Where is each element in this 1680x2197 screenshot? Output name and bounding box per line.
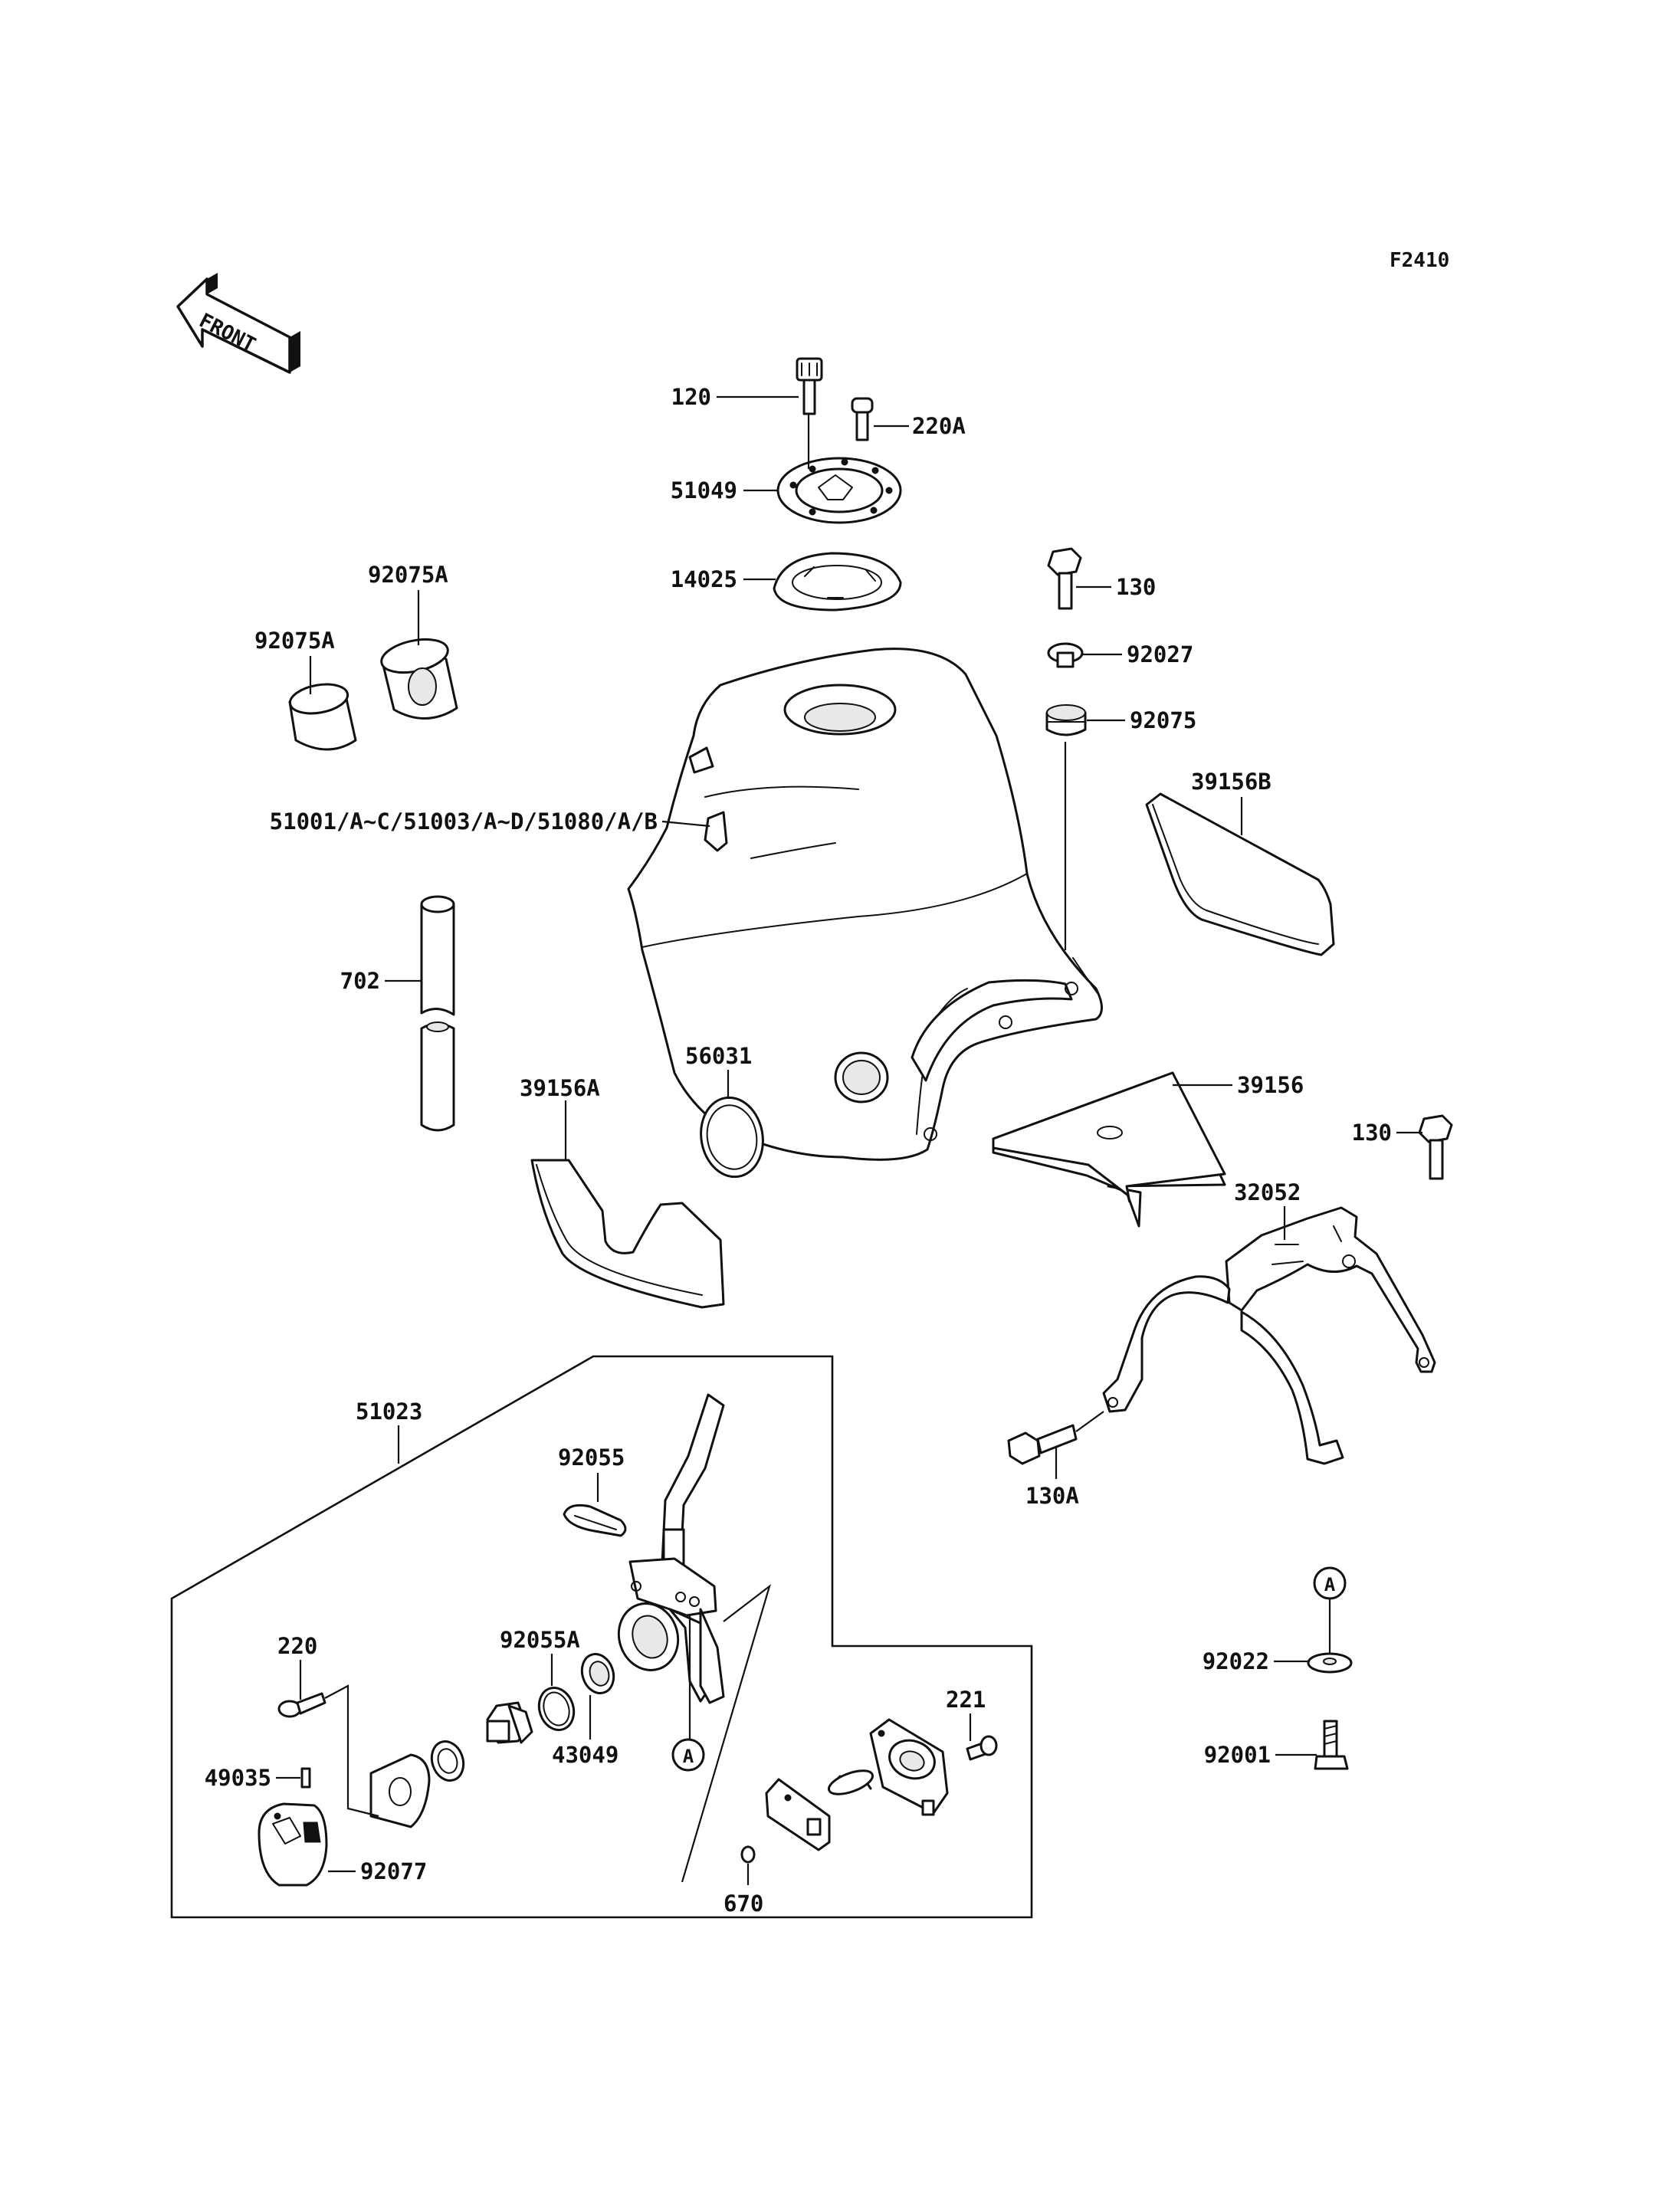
ring-56031 [700,1096,764,1179]
pad-39156A [530,1159,725,1309]
label-92027: 92027 [1127,641,1193,667]
damper-92075 [1045,704,1087,736]
ref-marker-a-washer-text: A [1324,1574,1336,1595]
washer-92022 [1307,1652,1353,1674]
label-51049: 51049 [671,477,737,503]
pin-49035 [300,1767,311,1789]
label-92075A-upper: 92075A [368,562,448,588]
label-39156: 39156 [1237,1072,1304,1098]
knob-92077 [258,1802,328,1887]
lever-plate [369,1753,431,1828]
ref-marker-a-tap-text: A [683,1746,694,1767]
label-220: 220 [277,1633,317,1659]
label-220A: 220A [912,413,966,439]
damper-92075A-lower [288,683,357,751]
label-130A: 130A [1025,1483,1079,1509]
label-92075: 92075 [1130,707,1196,733]
ref-marker-a-washer: A [1313,1566,1347,1600]
label-39156A: 39156A [520,1075,600,1101]
label-130-top: 130 [1116,574,1156,600]
ref-marker-a-tap: A [671,1738,705,1772]
label-32052: 32052 [1234,1179,1301,1205]
bolt-130A [1007,1424,1078,1465]
bolt-92001 [1314,1720,1349,1770]
label-39156B: 39156B [1191,769,1271,795]
label-221: 221 [946,1687,986,1713]
hose-702 [420,895,455,1132]
label-51001: 51001/A~C/51003/A~D/51080/A/B [270,808,658,835]
label-120: 120 [671,384,711,410]
pad-39156B [1145,792,1335,956]
label-51023: 51023 [356,1399,422,1425]
collar-92027 [1047,642,1084,668]
damper-92075A-upper [380,638,458,720]
screw-221 [966,1735,998,1761]
gasket-92055 [563,1503,627,1537]
label-43049: 43049 [552,1742,619,1768]
o-ring-92055A [537,1687,576,1731]
label-92077: 92077 [360,1858,427,1884]
front-arrow-icon: FRONT [176,273,300,374]
diaphragm-cover [869,1718,949,1816]
screw-220 [277,1692,326,1718]
fuel-tap-body [617,1393,725,1704]
label-92075A-lower: 92075A [254,628,335,654]
label-92055: 92055 [558,1444,625,1471]
label-92055A: 92055A [500,1627,580,1653]
o-ring-670 [740,1845,756,1864]
bolt-120 [796,357,823,415]
valve-core [486,1701,533,1744]
cap-seat-14025 [773,552,902,612]
label-14025: 14025 [671,566,737,592]
cap-plate-51049 [776,457,902,524]
diaphragm-plate [765,1778,831,1851]
label-670: 670 [724,1890,763,1917]
tap-assembly-frame [170,1355,1033,1919]
label-92022: 92022 [1203,1648,1269,1674]
cap-43049 [580,1653,615,1694]
fuel-tank [627,648,1103,1161]
label-56031: 56031 [685,1043,752,1069]
spring [828,1769,874,1795]
label-130-right: 130 [1352,1120,1392,1146]
label-49035: 49035 [205,1765,271,1791]
bracket-32052 [1102,1206,1436,1465]
bolt-130-right [1418,1114,1453,1180]
figure-id: F2410 [1390,249,1449,272]
screw-220A [851,397,874,441]
washer-valve [430,1740,465,1782]
label-702: 702 [340,968,380,994]
label-92001: 92001 [1204,1742,1271,1768]
pad-39156 [992,1071,1226,1228]
bolt-130-top [1047,547,1082,610]
